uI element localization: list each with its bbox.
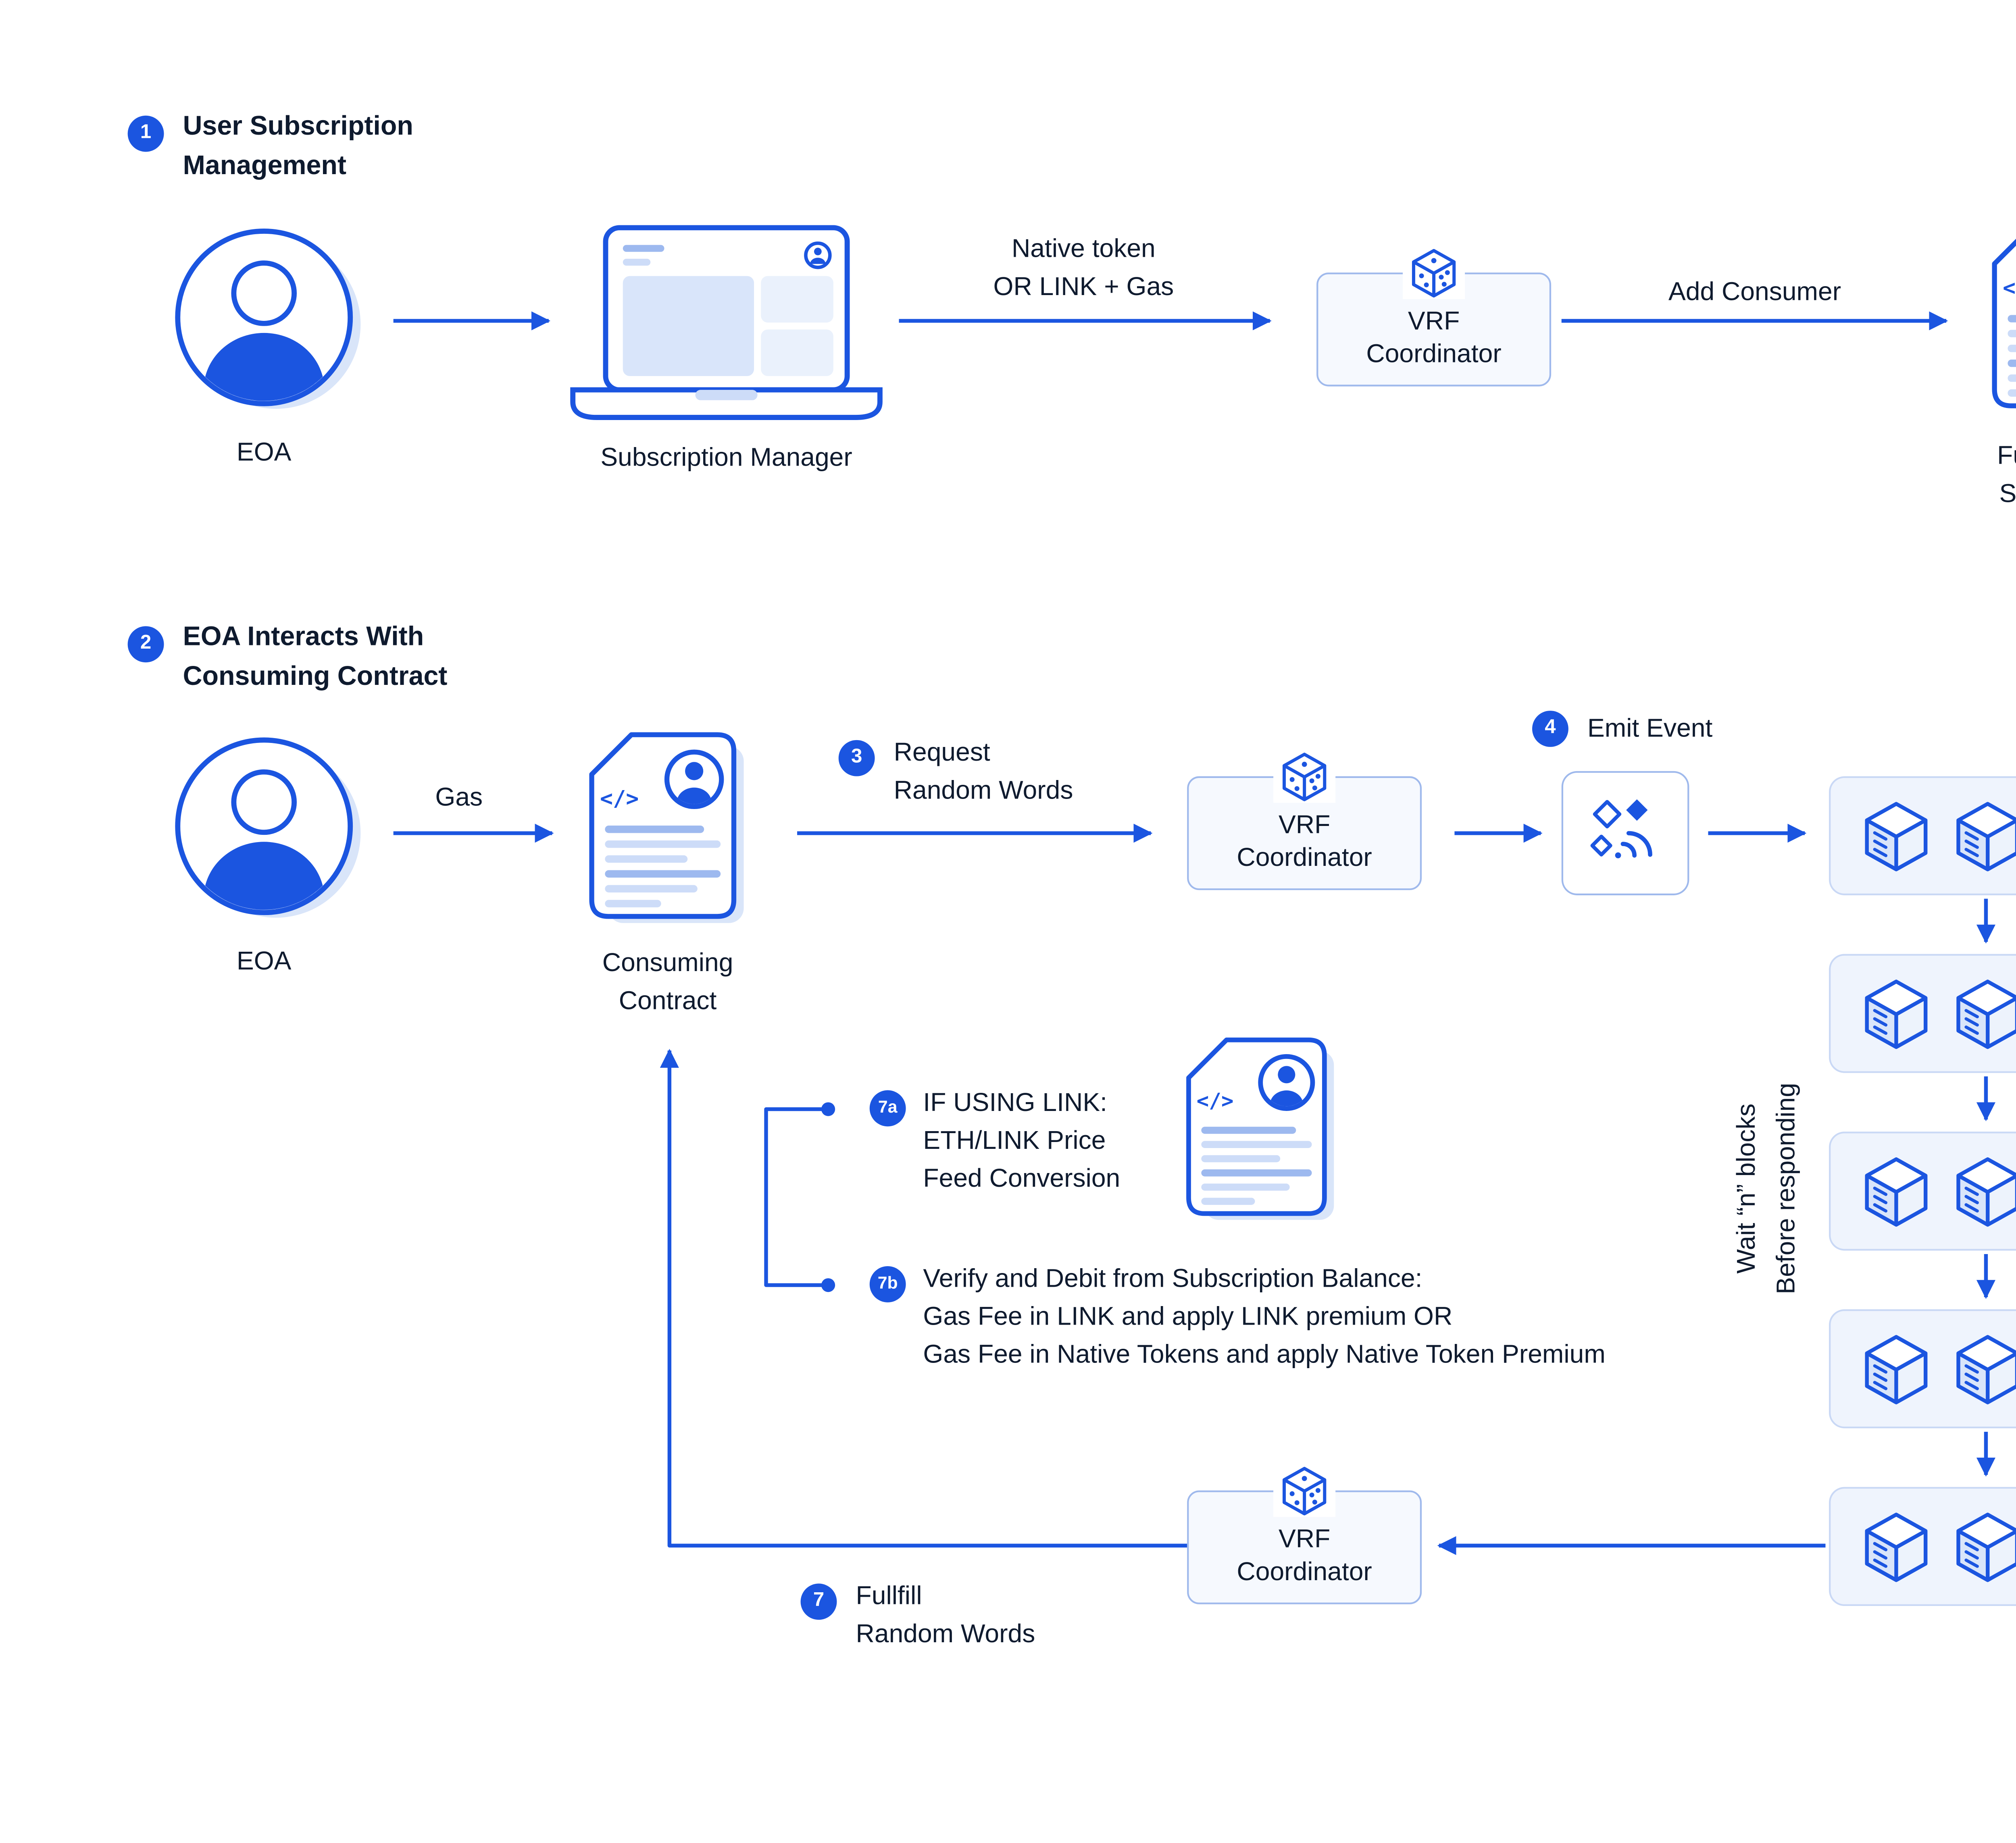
blockchain-block-row xyxy=(1829,954,2016,1073)
vrf-coordinator-node-1: VRF Coordinator xyxy=(1316,247,1552,387)
vrf-coordinator-node-2: VRF Coordinator xyxy=(1187,751,1422,890)
price-feed-document-icon xyxy=(1185,1037,1337,1223)
block-cube-icon xyxy=(1953,799,2016,872)
step7a-label: IF USING LINK: ETH/LINK Price Feed Conve… xyxy=(923,1088,1120,1194)
eoa-label: EOA xyxy=(236,438,292,468)
step1-badge: 1 xyxy=(127,115,164,152)
block-cube-icon xyxy=(1953,977,2016,1050)
block-cube-icon xyxy=(1862,1510,1931,1583)
wait-n-blocks-label: Wait “n” blocks Before responding xyxy=(1732,1083,1801,1294)
funded-subscription-label: Funded VRF Subscription xyxy=(1997,441,2016,509)
bracket-dot-7a xyxy=(821,1102,835,1116)
blockchain-block-row xyxy=(1829,1309,2016,1429)
block-cube-icon xyxy=(1953,1155,2016,1227)
bracket-7a-7b xyxy=(764,1107,827,1287)
step7-label: Fullfill Random Words xyxy=(856,1582,1035,1650)
block-cube-icon xyxy=(1862,1333,1931,1405)
blockchain-block-row xyxy=(1829,1132,2016,1251)
step1-title: User Subscription Management xyxy=(183,112,413,181)
step4-label: Emit Event xyxy=(1587,714,1713,744)
block-cube-icon xyxy=(1953,1510,2016,1583)
consuming-contract-document-icon xyxy=(588,731,747,926)
consuming-contract-label: Consuming Contract xyxy=(602,949,733,1016)
dice-icon xyxy=(1273,1465,1336,1517)
dice-icon xyxy=(1403,247,1465,300)
step3-badge: 3 xyxy=(838,740,875,776)
vrf-coordinator-node-3: VRF Coordinator xyxy=(1187,1465,1422,1604)
eoa-avatar-icon xyxy=(173,735,362,925)
block-cube-icon xyxy=(1862,977,1931,1050)
step3-label: Request Random Words xyxy=(893,738,1073,806)
blockchain-block-row xyxy=(1829,1487,2016,1606)
funded-subscription-document-icon xyxy=(1991,221,2016,416)
eoa-label: EOA xyxy=(236,947,292,977)
bracket-dot-7b xyxy=(821,1278,835,1292)
emit-event-icon xyxy=(1586,793,1665,873)
vrf-coordinator-label: VRF Coordinator xyxy=(1237,811,1372,873)
step7b-badge: 7b xyxy=(869,1266,906,1302)
block-cube-icon xyxy=(1862,1155,1931,1227)
step7b-label: Verify and Debit from Subscription Balan… xyxy=(923,1264,1606,1370)
laptop-icon xyxy=(569,224,883,431)
step7a-badge: 7a xyxy=(869,1090,906,1127)
gas-edge-label: Gas xyxy=(435,783,483,813)
native-token-edge-label: Native token OR LINK + Gas xyxy=(993,234,1174,302)
emit-event-node xyxy=(1561,771,1689,895)
eoa-avatar-icon xyxy=(173,226,362,416)
blockchain-block-row xyxy=(1829,776,2016,895)
block-cube-icon xyxy=(1953,1333,2016,1405)
step4-badge: 4 xyxy=(1532,711,1568,747)
dice-icon xyxy=(1273,751,1336,803)
step7-badge: 7 xyxy=(800,1583,837,1620)
vrf-coordinator-label: VRF Coordinator xyxy=(1237,1525,1372,1587)
subscription-manager-label: Subscription Manager xyxy=(600,443,852,473)
step2-title: EOA Interacts With Consuming Contract xyxy=(183,622,448,692)
block-cube-icon xyxy=(1862,799,1931,872)
vrf-coordinator-label: VRF Coordinator xyxy=(1366,307,1502,369)
step2-badge: 2 xyxy=(127,626,164,663)
add-consumer-edge-label: Add Consumer xyxy=(1668,277,1841,307)
